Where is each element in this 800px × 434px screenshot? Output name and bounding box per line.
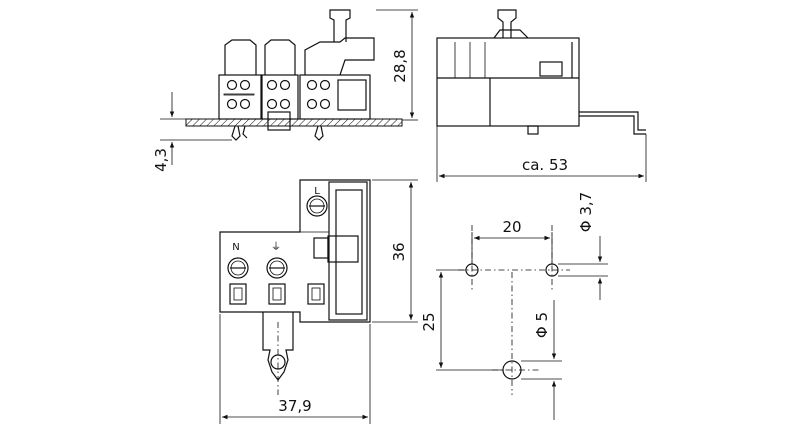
- hole-pattern: 20 25 Φ 3,7 Φ 5: [420, 192, 608, 420]
- screw-group-1: [223, 79, 255, 110]
- front-view: ca. 53: [436, 9, 647, 182]
- dim-height-top: 36: [390, 242, 408, 261]
- label-live: L: [314, 186, 320, 197]
- screw-earth: [266, 257, 288, 279]
- dim-small-hole-dia: Φ 3,7: [577, 192, 595, 232]
- pcb-board: [185, 118, 403, 127]
- screw-neutral: [227, 257, 249, 279]
- dim-width-top: 37,9: [278, 397, 311, 415]
- label-earth: ⏚: [271, 241, 281, 253]
- side-view: 28,8 4,3: [152, 9, 418, 172]
- screw-live: [306, 195, 328, 217]
- dim-height-side: 28,8: [391, 49, 409, 82]
- dim-pcb-offset: 4,3: [152, 148, 170, 172]
- label-neutral: N: [232, 242, 239, 253]
- screw-group-3: [306, 79, 367, 111]
- dim-length-front: ca. 53: [522, 156, 568, 174]
- dim-hole-spacing-y: 25: [420, 312, 438, 331]
- dim-hole-spacing-x: 20: [502, 218, 521, 236]
- top-view: N ⏚ L 36 37,: [219, 179, 418, 424]
- screw-group-2: [266, 79, 291, 110]
- dim-large-hole-dia: Φ 5: [533, 312, 551, 338]
